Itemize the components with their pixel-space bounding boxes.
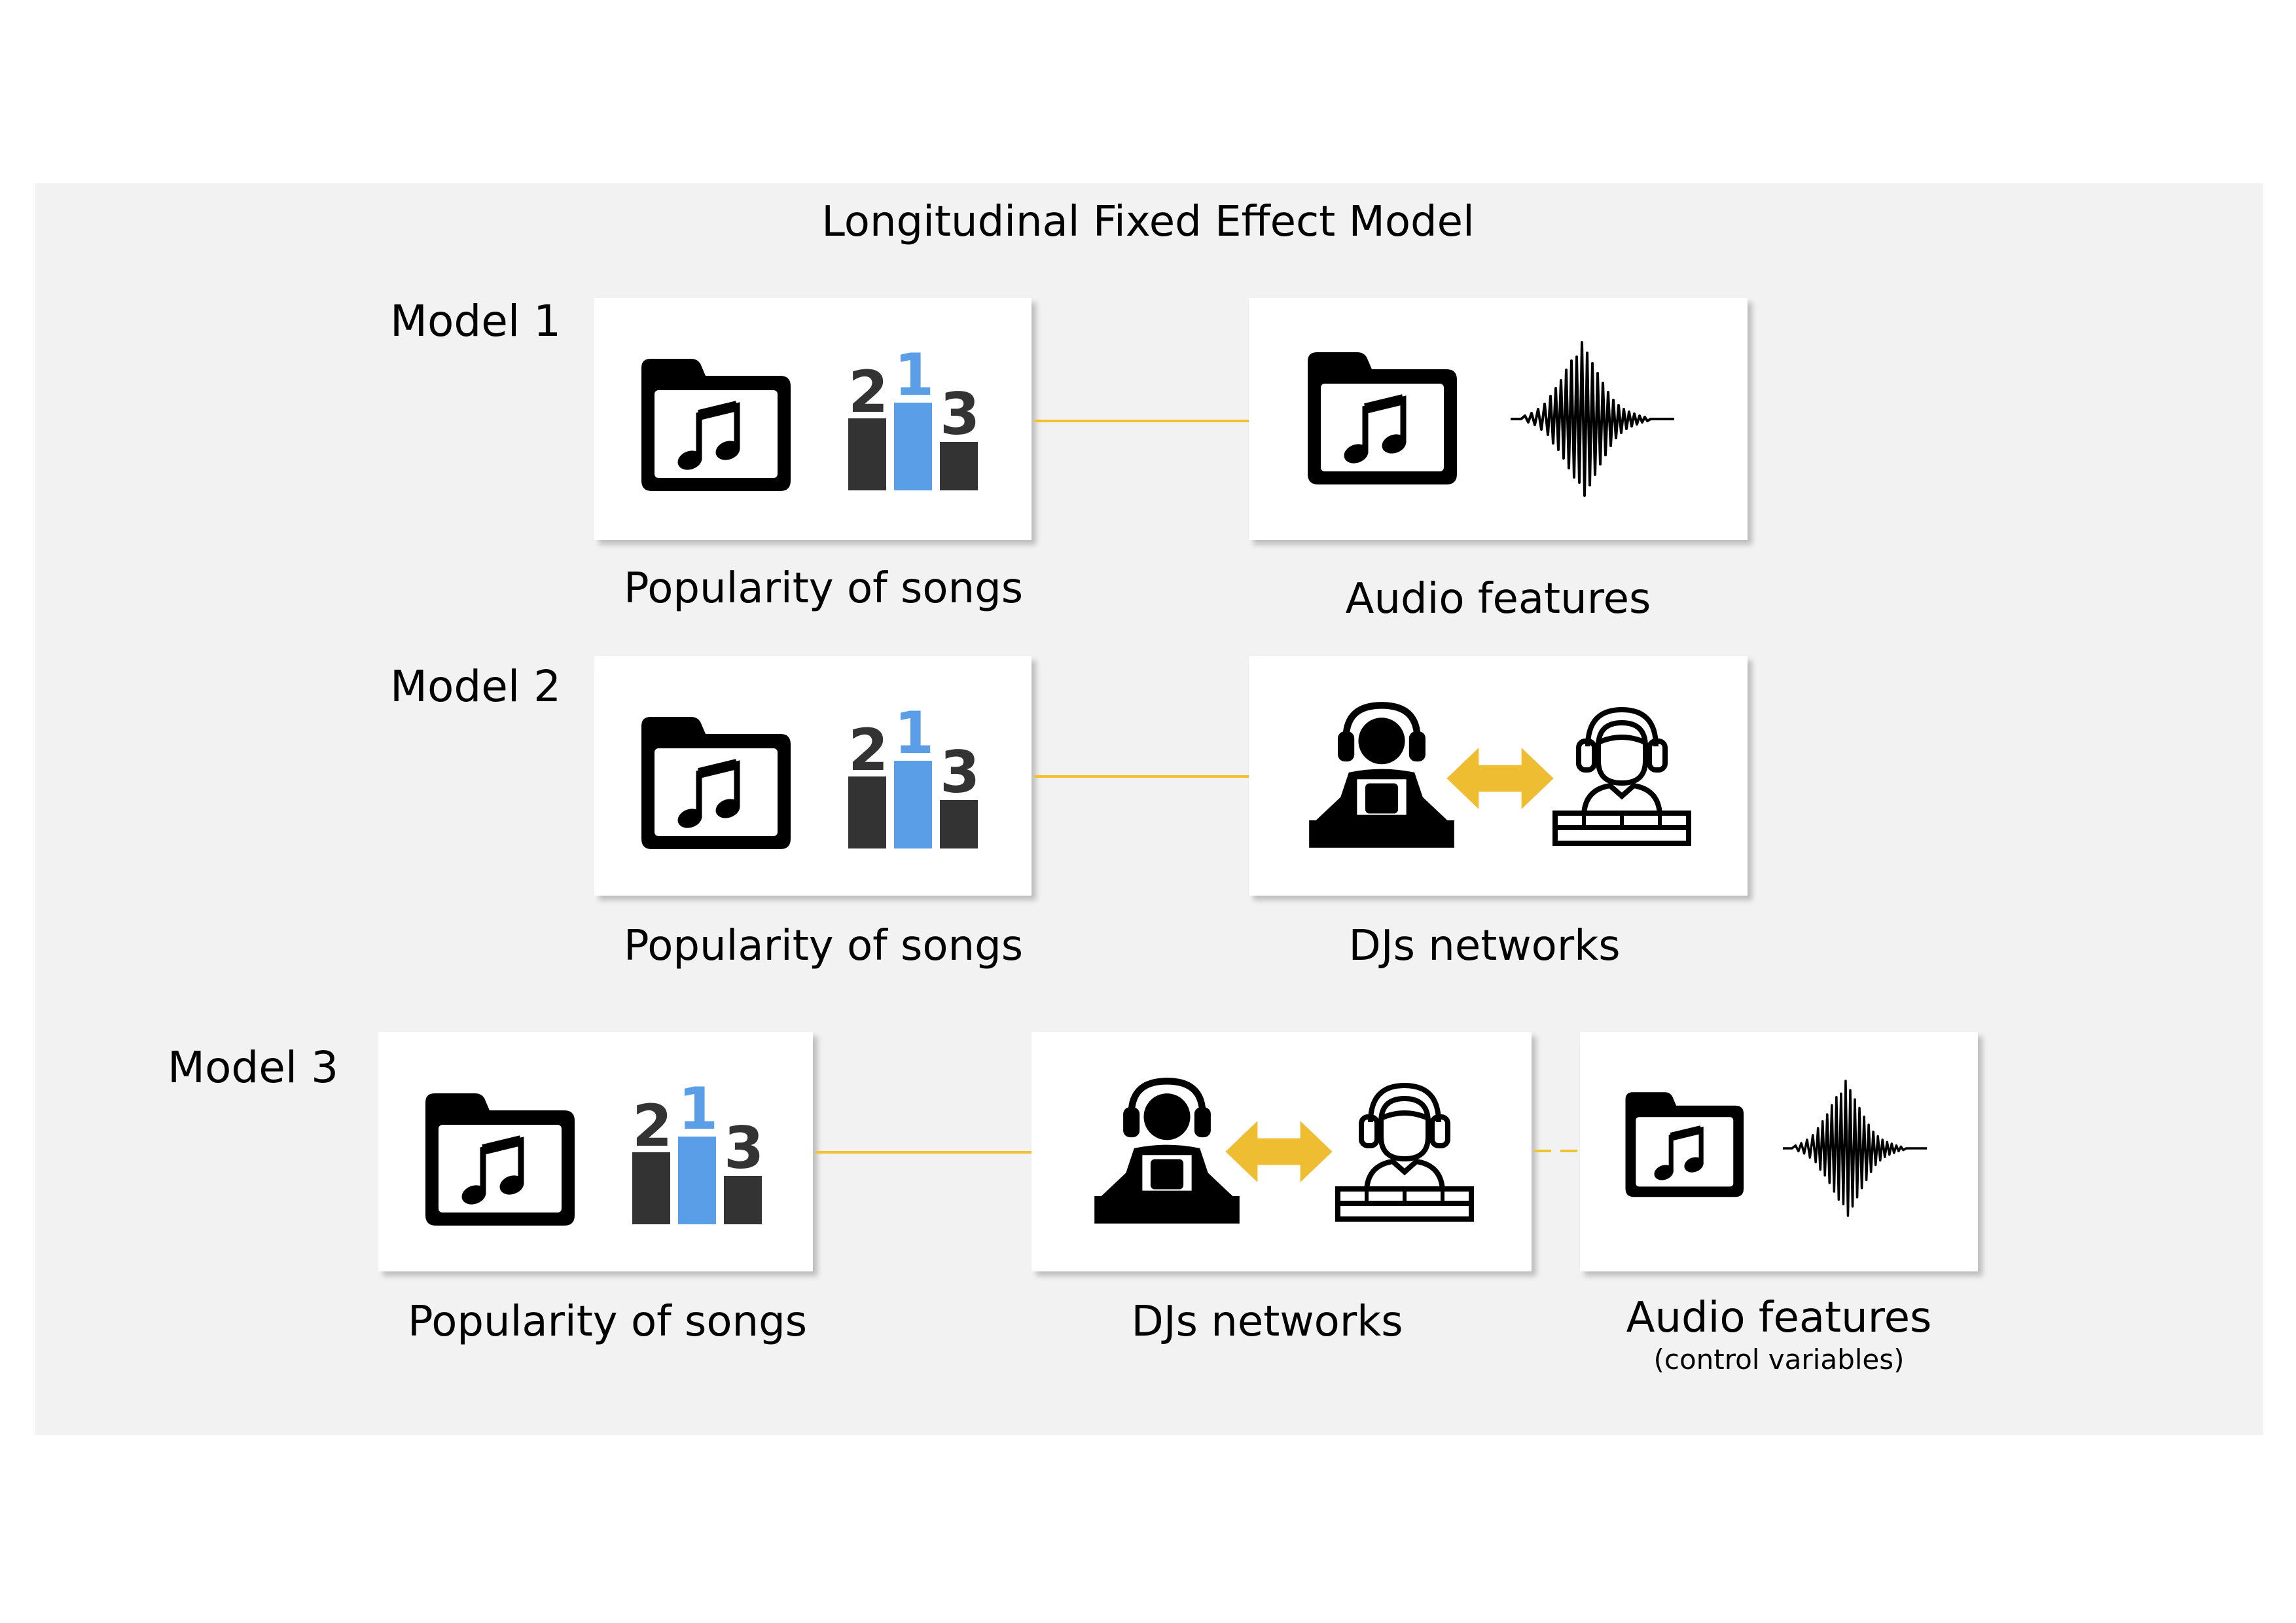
model-3-connector-dashed xyxy=(1534,1150,1580,1152)
model-1-popularity-box: 2 1 3 xyxy=(594,298,1031,540)
model-2-dj-caption: DJs networks xyxy=(1348,922,1621,970)
model-2-popularity-caption: Popularity of songs xyxy=(623,922,1024,970)
dj-icon xyxy=(1092,1076,1242,1226)
model-3-connector-solid xyxy=(816,1151,1033,1154)
rank-digit-1: 1 xyxy=(678,1075,719,1142)
dj-outline-icon xyxy=(1550,700,1694,850)
model-2-connector xyxy=(1034,775,1250,778)
model-3-popularity-caption: Popularity of songs xyxy=(407,1298,808,1346)
rank-digit-1: 1 xyxy=(894,699,935,767)
model-1-popularity-caption: Popularity of songs xyxy=(623,564,1024,613)
music-folder-icon xyxy=(1300,347,1463,491)
dj-outline-icon xyxy=(1333,1076,1477,1226)
sound-wave-icon xyxy=(1783,1070,1927,1227)
model-3-audio-subcaption: (control variables) xyxy=(1653,1343,1905,1376)
model-2-dj-box xyxy=(1249,656,1748,896)
music-folder-icon xyxy=(634,712,797,856)
ranking-podium-icon: 2 1 3 xyxy=(843,704,987,855)
ranking-podium-icon: 2 1 3 xyxy=(627,1080,771,1231)
exchange-arrow-icon xyxy=(1225,1118,1333,1185)
rank-digit-2: 2 xyxy=(848,358,889,426)
diagram-title: Longitudinal Fixed Effect Model xyxy=(821,198,1475,246)
ranking-podium-icon: 2 1 3 xyxy=(843,346,987,497)
model-3-dj-caption: DJs networks xyxy=(1131,1298,1403,1346)
exchange-arrow-icon xyxy=(1446,745,1554,812)
model-3-popularity-box: 2 1 3 xyxy=(378,1032,813,1271)
model-3-audio-box xyxy=(1580,1032,1978,1271)
rank-digit-2: 2 xyxy=(632,1092,673,1159)
music-folder-icon xyxy=(1619,1076,1749,1214)
rank-digit-3: 3 xyxy=(940,380,980,448)
music-folder-icon xyxy=(634,354,797,498)
rank-digit-1: 1 xyxy=(894,341,935,409)
model-1-audio-box xyxy=(1249,298,1748,540)
model-3-label: Model 3 xyxy=(168,1042,339,1093)
dj-icon xyxy=(1306,700,1457,850)
rank-digit-2: 2 xyxy=(848,716,889,784)
model-2-popularity-box: 2 1 3 xyxy=(594,656,1031,896)
model-2-label: Model 2 xyxy=(390,661,562,712)
model-3-audio-caption: Audio features xyxy=(1626,1294,1932,1342)
sound-wave-icon xyxy=(1511,337,1674,501)
model-1-label: Model 1 xyxy=(390,296,562,346)
model-1-connector xyxy=(1034,420,1250,422)
model-1-audio-caption: Audio features xyxy=(1345,575,1651,623)
rank-digit-3: 3 xyxy=(724,1114,764,1182)
music-folder-icon xyxy=(418,1088,581,1232)
model-3-dj-box xyxy=(1031,1032,1532,1271)
rank-digit-3: 3 xyxy=(940,739,980,806)
